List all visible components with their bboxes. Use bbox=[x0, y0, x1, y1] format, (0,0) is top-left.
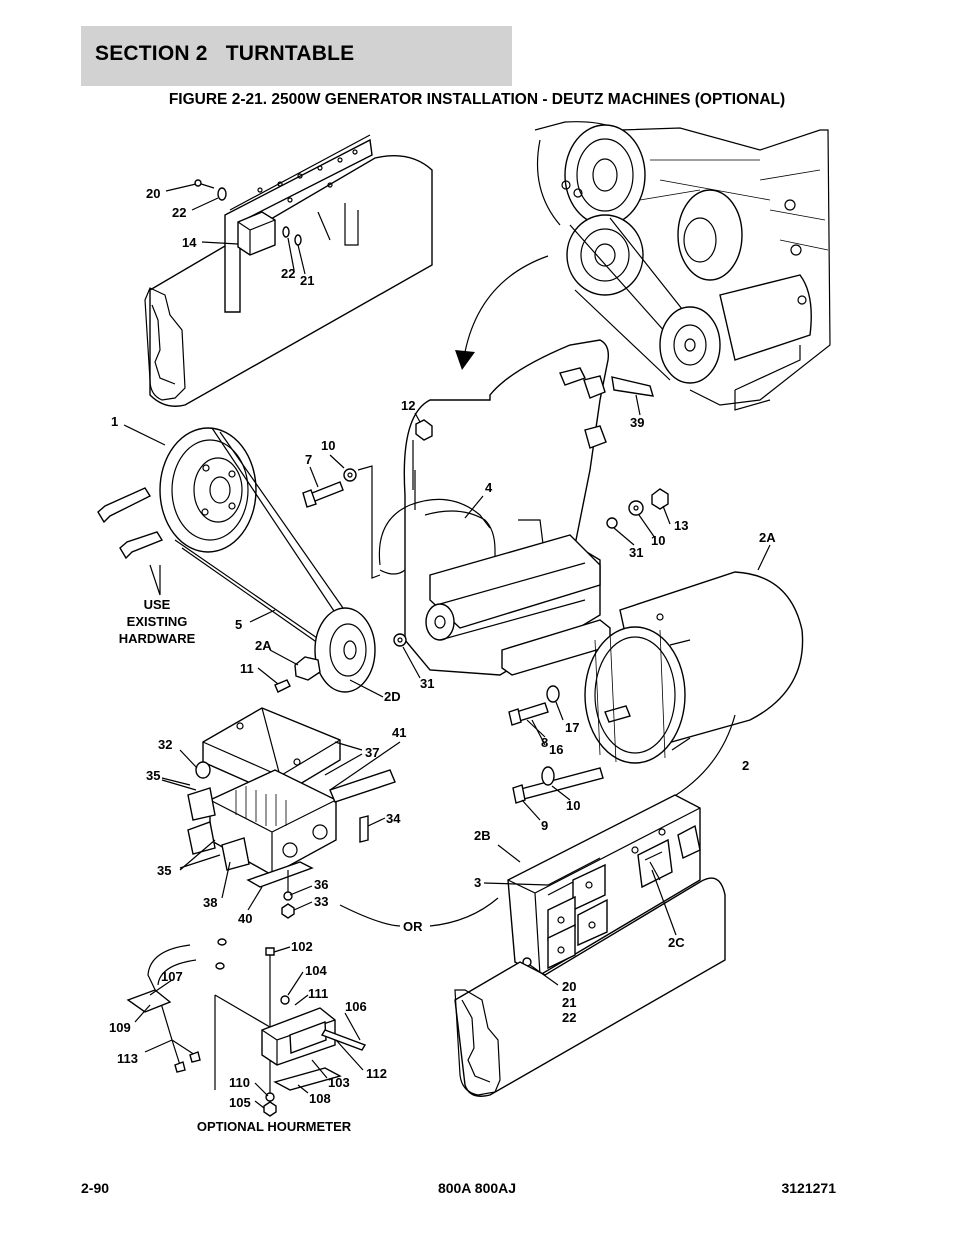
callout-33: 33 bbox=[314, 894, 328, 909]
callout-22: 22 bbox=[562, 1010, 576, 1025]
callout-113: 113 bbox=[117, 1051, 138, 1066]
callout-2D: 2D bbox=[384, 689, 401, 704]
upper-frame-rail bbox=[144, 134, 433, 407]
callout-107: 107 bbox=[161, 969, 183, 984]
pulley-and-belt bbox=[97, 427, 376, 693]
callout-21: 21 bbox=[562, 995, 576, 1010]
hourmeter-assembly bbox=[126, 938, 367, 1117]
callout-10: 10 bbox=[321, 438, 335, 453]
model-numbers: 800A 800AJ bbox=[437, 1180, 517, 1196]
callout-20: 20 bbox=[146, 186, 160, 201]
callout-31: 31 bbox=[420, 676, 434, 691]
callout-109: 109 bbox=[109, 1020, 131, 1035]
section-title: SECTION 2 TURNTABLE bbox=[95, 42, 355, 65]
callout-16: 16 bbox=[549, 742, 563, 757]
callout-39: 39 bbox=[630, 415, 644, 430]
callout-5: 5 bbox=[235, 617, 242, 632]
callout-4: 4 bbox=[485, 480, 493, 495]
callout-35: 35 bbox=[146, 768, 160, 783]
callout-2B: 2B bbox=[474, 828, 491, 843]
use-existing-hardware-label: EXISTING bbox=[127, 614, 188, 629]
callout-108: 108 bbox=[309, 1091, 331, 1106]
callout-11: 11 bbox=[240, 661, 254, 676]
callout-41: 41 bbox=[392, 725, 406, 740]
callout-3: 3 bbox=[474, 875, 481, 890]
callout-37: 37 bbox=[365, 745, 379, 760]
callout-34: 34 bbox=[386, 811, 401, 826]
callout-2A: 2A bbox=[255, 638, 272, 653]
callout-106: 106 bbox=[345, 999, 367, 1014]
junction-box bbox=[187, 707, 396, 919]
callout-14: 14 bbox=[182, 235, 197, 250]
callout-102: 102 bbox=[291, 939, 313, 954]
engine-assembly bbox=[534, 121, 831, 411]
callout-105: 105 bbox=[229, 1095, 251, 1110]
callout-40: 40 bbox=[238, 911, 252, 926]
callout-10: 10 bbox=[651, 533, 665, 548]
section-header: SECTION 2 TURNTABLE bbox=[81, 26, 512, 86]
figure-title: FIGURE 2-21. 2500W GENERATOR INSTALLATIO… bbox=[168, 91, 786, 108]
outlet-box bbox=[507, 794, 701, 976]
callout-OR: OR bbox=[403, 919, 423, 934]
callout-20: 20 bbox=[562, 979, 576, 994]
use-existing-hardware-label: USE bbox=[144, 597, 171, 612]
callout-2: 2 bbox=[742, 758, 749, 773]
callout-31: 31 bbox=[629, 545, 643, 560]
use-existing-hardware-label: HARDWARE bbox=[119, 631, 196, 646]
callout-17: 17 bbox=[565, 720, 579, 735]
direction-arrow bbox=[455, 255, 549, 370]
callout-103: 103 bbox=[328, 1075, 350, 1090]
lower-frame-rail bbox=[454, 877, 726, 1097]
callout-7: 7 bbox=[305, 452, 312, 467]
callout-12: 12 bbox=[401, 398, 415, 413]
page-number: 2-90 bbox=[81, 1180, 110, 1196]
callout-22: 22 bbox=[281, 266, 295, 281]
callout-32: 32 bbox=[158, 737, 172, 752]
callout-38: 38 bbox=[203, 895, 217, 910]
callout-2C: 2C bbox=[668, 935, 685, 950]
document-number: 3121271 bbox=[781, 1180, 836, 1196]
callout-labels: 20 22 14 22 21 1 12 39 10 7 4 13 31 10 2… bbox=[109, 186, 776, 1134]
callout-8: 8 bbox=[541, 735, 548, 750]
callout-35: 35 bbox=[157, 863, 171, 878]
or-connector-arc bbox=[339, 897, 499, 927]
callout-13: 13 bbox=[674, 518, 688, 533]
callout-111: 111 bbox=[308, 986, 328, 1001]
mounting-bracket bbox=[378, 339, 654, 676]
optional-hourmeter-label: OPTIONAL HOURMETER bbox=[197, 1119, 352, 1134]
callout-2A: 2A bbox=[759, 530, 776, 545]
callout-21: 21 bbox=[300, 273, 314, 288]
callout-110: 110 bbox=[229, 1075, 250, 1090]
callout-112: 112 bbox=[366, 1066, 387, 1081]
callout-10: 10 bbox=[566, 798, 580, 813]
callout-36: 36 bbox=[314, 877, 328, 892]
callout-104: 104 bbox=[305, 963, 327, 978]
bracket-hardware bbox=[302, 419, 669, 647]
generator bbox=[508, 571, 804, 804]
callout-22: 22 bbox=[172, 205, 186, 220]
callout-1: 1 bbox=[111, 414, 118, 429]
leader-lines bbox=[123, 183, 771, 1109]
callout-9: 9 bbox=[541, 818, 548, 833]
